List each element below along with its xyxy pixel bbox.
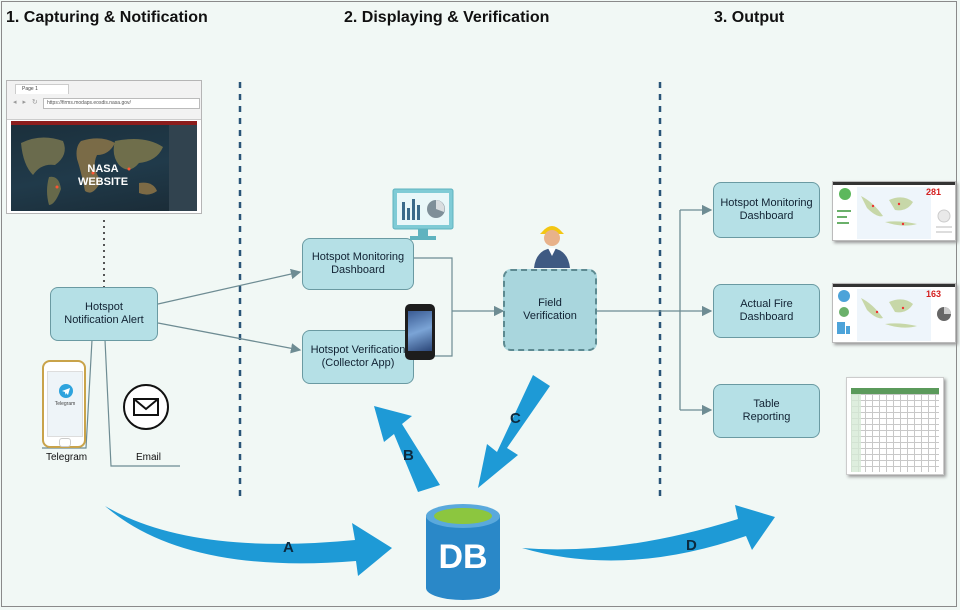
world-fire-map: NASA WEBSITE <box>11 121 197 211</box>
continents-shapes <box>21 137 163 205</box>
monitoring-dashboard-thumbnail: 281 <box>832 181 956 241</box>
dashboard-topbar <box>833 182 955 185</box>
arrow-d-label: D <box>686 537 697 554</box>
section-title-capturing: 1. Capturing & Notification <box>6 9 208 26</box>
table-report-thumbnail <box>846 377 944 475</box>
nasa-website-screenshot: Page 1 ◂ ▸ ↻ https://firms.modaps.eosdis… <box>6 80 202 214</box>
fire-map-graphic <box>837 289 951 341</box>
smartphone-screen <box>408 311 432 351</box>
monitoring-map-graphic <box>837 187 952 239</box>
field-verification-box[interactable]: Field Verification <box>503 269 597 351</box>
browser-chrome: Page 1 ◂ ▸ ↻ https://firms.modaps.eosdis… <box>7 81 201 120</box>
hotspot-verification-box[interactable]: Hotspot Verification (Collector App) <box>302 330 414 384</box>
telegram-screen-text: Telegram <box>54 401 76 407</box>
dashboard-topbar <box>833 284 955 287</box>
connector-alert-monitoring <box>157 268 302 305</box>
arrow-b <box>374 406 440 492</box>
arrow-b-label: B <box>403 447 414 464</box>
browser-tab: Page 1 <box>15 84 69 94</box>
nasa-website-label: NASA WEBSITE <box>77 163 129 188</box>
arrow-a <box>105 506 392 576</box>
table-header-row <box>851 388 939 394</box>
database-icon: DB <box>424 502 502 602</box>
fire-hotspot-count: 163 <box>925 289 941 299</box>
table-first-column <box>851 388 861 472</box>
connector-alert-telegram <box>42 339 93 449</box>
map-header-bar <box>11 121 197 125</box>
table-reporting-box[interactable]: Table Reporting <box>713 384 820 438</box>
section-title-output: 3. Output <box>714 9 785 26</box>
arrow-d <box>522 505 775 561</box>
connector-monitoring-field <box>414 257 453 311</box>
section-title-displaying: 2. Displaying & Verification <box>344 9 550 26</box>
database-label: DB <box>438 538 488 576</box>
table-grid <box>851 388 939 472</box>
connector-alert-verification <box>157 322 302 354</box>
browser-nav-icons: ◂ ▸ ↻ <box>13 99 40 106</box>
telegram-screen: Telegram <box>47 371 83 437</box>
browser-url: https://firms.modaps.eosdis.nasa.gov/ <box>43 98 200 109</box>
fire-dashboard-thumbnail: 163 <box>832 283 956 343</box>
smartphone-icon <box>405 304 435 360</box>
phone-home-button <box>59 438 71 447</box>
arrow-a-label: A <box>283 539 294 556</box>
field-worker-icon <box>530 218 574 268</box>
telegram-icon <box>59 384 73 398</box>
monitoring-hotspot-count: 281 <box>925 187 941 197</box>
arrow-c-label: C <box>510 410 521 427</box>
arrow-c <box>478 375 550 488</box>
telegram-phone: Telegram <box>42 360 86 448</box>
output-monitoring-dashboard-box[interactable]: Hotspot Monitoring Dashboard <box>713 182 820 238</box>
email-icon <box>123 384 169 430</box>
connector-alert-email <box>104 339 180 467</box>
monitor-chart-icon <box>392 188 454 242</box>
hotspot-monitoring-dashboard-box[interactable]: Hotspot Monitoring Dashboard <box>302 238 414 290</box>
email-label: Email <box>136 452 162 463</box>
hotspot-notification-alert-box[interactable]: Hotspot Notification Alert <box>50 287 158 341</box>
telegram-label: Telegram <box>46 452 88 463</box>
actual-fire-dashboard-box[interactable]: Actual Fire Dashboard <box>713 284 820 338</box>
map-side-panel <box>169 125 197 211</box>
